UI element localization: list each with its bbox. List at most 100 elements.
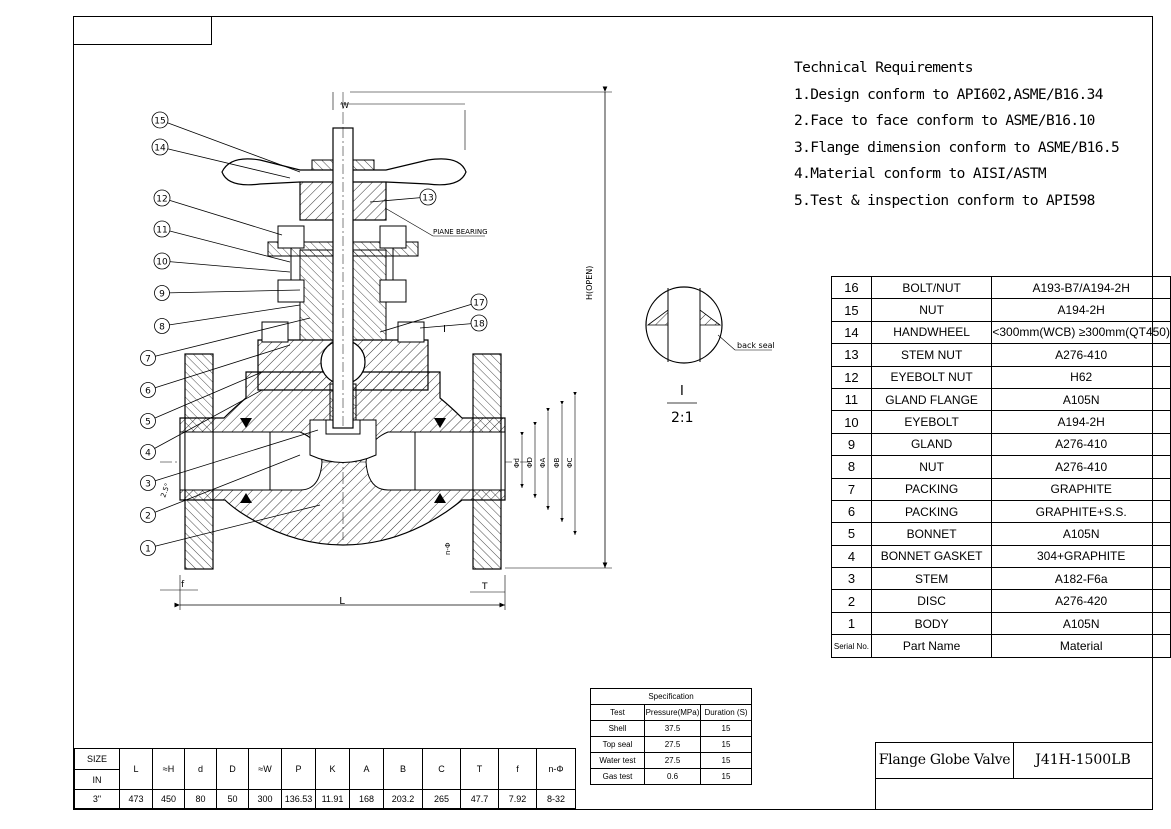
spec-cell: 0.6 bbox=[644, 768, 701, 785]
dim-header: T bbox=[460, 748, 499, 790]
balloon-13 bbox=[419, 188, 437, 206]
detail-mark: I bbox=[680, 384, 684, 399]
specification-table: Specification Test Pressure(MPa) Duratio… bbox=[590, 688, 752, 785]
dimension-label: ΦD bbox=[526, 457, 534, 468]
parts-cell-material: GRAPHITE bbox=[991, 477, 1171, 501]
parts-cell-name: NUT bbox=[870, 455, 993, 479]
detail-scale: 2:1 bbox=[671, 410, 694, 426]
parts-cell-no: 14 bbox=[831, 320, 872, 345]
dim-header: ≈H bbox=[152, 748, 185, 790]
parts-cell-material: A194-2H bbox=[991, 298, 1171, 322]
parts-cell-name: BONNET GASKET bbox=[870, 544, 993, 569]
balloon-7 bbox=[140, 350, 156, 366]
parts-cell-no: 11 bbox=[831, 387, 872, 412]
balloon-label: 6 bbox=[145, 387, 151, 397]
dim-value: 7.92 bbox=[498, 789, 537, 809]
leader-line bbox=[147, 371, 263, 422]
parts-cell-name: STEM bbox=[870, 567, 993, 591]
dim-header: ≈W bbox=[248, 748, 282, 790]
dimension-label: ΦB bbox=[553, 457, 561, 468]
parts-cell-material: A276-410 bbox=[991, 343, 1171, 367]
spec-cell: 15 bbox=[700, 720, 752, 737]
spec-header: Pressure(MPa) bbox=[644, 704, 701, 721]
parts-cell-material: GRAPHITE+S.S. bbox=[991, 499, 1171, 524]
tech-item: 2.Face to face conform to ASME/B16.10 bbox=[794, 113, 1095, 129]
leader-line bbox=[147, 344, 291, 391]
leader-line bbox=[419, 322, 480, 329]
parts-cell-material: A276-420 bbox=[991, 589, 1171, 613]
balloon-label: 17 bbox=[473, 299, 484, 309]
balloon-label: 7 bbox=[145, 355, 151, 365]
parts-cell-no: 9 bbox=[831, 432, 872, 457]
detail-callout: I bbox=[443, 324, 446, 335]
parts-cell-no: 3 bbox=[831, 567, 872, 591]
leader-line bbox=[369, 196, 429, 203]
dim-header: C bbox=[422, 748, 461, 790]
dim-n-label: n-Φ bbox=[444, 542, 452, 555]
leader-line bbox=[161, 228, 291, 263]
dim-header: P bbox=[281, 748, 316, 790]
leader-line bbox=[147, 429, 319, 484]
leader-line bbox=[147, 317, 311, 359]
parts-cell-name: HANDWHEEL bbox=[870, 320, 993, 345]
parts-cell-material: A276-410 bbox=[991, 455, 1171, 479]
spec-cell: 15 bbox=[700, 752, 752, 769]
leader-line bbox=[147, 389, 263, 453]
dim-value: 265 bbox=[422, 789, 461, 809]
leader-line bbox=[161, 260, 291, 273]
parts-cell-no: 8 bbox=[831, 455, 872, 479]
spec-header: Duration (S) bbox=[700, 704, 752, 721]
parts-header-name: Part Name bbox=[870, 634, 993, 659]
parts-cell-name: GLAND FLANGE bbox=[870, 387, 993, 412]
spec-cell: Water test bbox=[590, 752, 645, 769]
size-value: 3" bbox=[74, 789, 120, 809]
spec-cell: 27.5 bbox=[644, 736, 701, 753]
balloon-18 bbox=[470, 314, 488, 332]
balloon-3 bbox=[140, 475, 156, 491]
parts-cell-material: A182-F6a bbox=[991, 567, 1171, 591]
back-seal-label: back seal bbox=[737, 341, 775, 350]
leader-line bbox=[159, 119, 301, 173]
tech-item: 4.Material conform to AISI/ASTM bbox=[794, 166, 1047, 182]
dim-value: 11.91 bbox=[315, 789, 350, 809]
dim-header: K bbox=[315, 748, 350, 790]
tech-item: 5.Test & inspection conform to API598 bbox=[794, 192, 1095, 209]
parts-cell-material: A105N bbox=[991, 611, 1171, 636]
valve-name: Flange Globe Valve bbox=[876, 743, 1014, 778]
parts-cell-no: 16 bbox=[831, 275, 872, 300]
parts-header-no: Serial No. bbox=[831, 634, 872, 659]
leader-line bbox=[159, 146, 291, 179]
parts-cell-no: 10 bbox=[831, 410, 872, 434]
parts-cell-no: 15 bbox=[831, 298, 872, 322]
balloon-4 bbox=[140, 444, 156, 460]
dim-H-label: H(OPEN) bbox=[585, 266, 594, 300]
dim-value: 473 bbox=[119, 789, 153, 809]
balloon-label: 12 bbox=[156, 195, 167, 205]
dim-value: 168 bbox=[349, 789, 384, 809]
dimensions-table: SIZE L ≈H d D ≈W P K A B C T f n-Φ IN 3"… bbox=[74, 748, 576, 809]
balloon-label: 13 bbox=[422, 194, 433, 204]
balloon-10 bbox=[153, 252, 171, 270]
balloon-label: 9 bbox=[159, 290, 165, 300]
parts-cell-name: DISC bbox=[870, 589, 993, 613]
parts-cell-no: 13 bbox=[831, 343, 872, 367]
dim-value: 136.53 bbox=[281, 789, 316, 809]
dim-T-label: T bbox=[481, 582, 488, 592]
balloon-label: 11 bbox=[156, 226, 167, 236]
dim-value: 300 bbox=[248, 789, 282, 809]
parts-cell-name: GLAND bbox=[870, 432, 993, 457]
dimension-label: Φd bbox=[513, 458, 521, 468]
technical-requirements: Technical Requirements 1.Design conform … bbox=[794, 55, 1120, 214]
dimension-label: ΦA bbox=[539, 457, 547, 468]
dim-value: 203.2 bbox=[383, 789, 423, 809]
detail-circle bbox=[645, 286, 723, 364]
balloon-label: 8 bbox=[159, 323, 165, 333]
